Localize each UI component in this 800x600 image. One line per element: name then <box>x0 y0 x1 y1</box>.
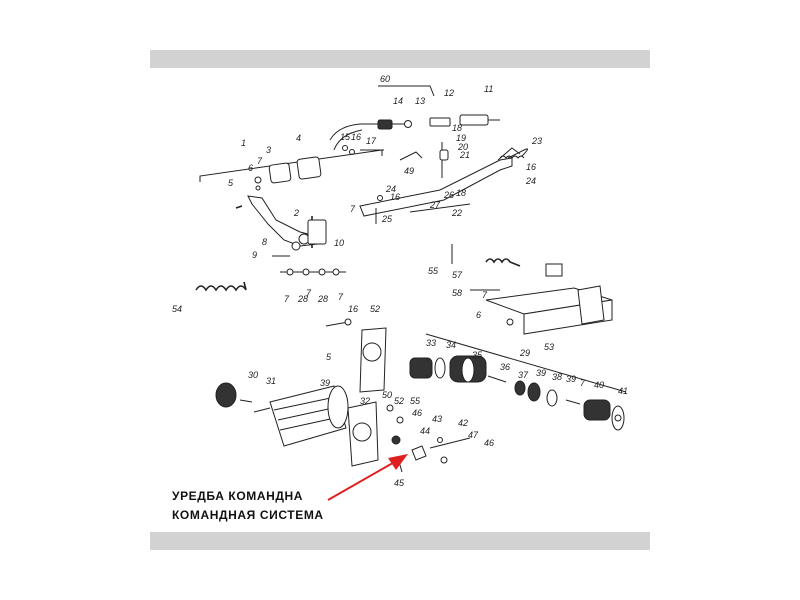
part-number-55: 55 <box>428 266 439 276</box>
part-number-4: 4 <box>296 133 301 143</box>
part-number-16: 16 <box>390 192 400 202</box>
part-number-52: 52 <box>370 304 380 314</box>
part-number-44: 44 <box>420 426 430 436</box>
part-number-45: 45 <box>394 478 405 488</box>
part-number-24: 24 <box>525 176 536 186</box>
part-number-57: 57 <box>452 270 463 280</box>
top-frame-bar <box>150 50 650 68</box>
motor-assembly <box>215 382 471 473</box>
part-number-38: 38 <box>552 372 562 382</box>
part-number-46: 46 <box>484 438 494 448</box>
part-number-7: 7 <box>350 204 356 214</box>
part-number-19: 19 <box>456 133 466 143</box>
part-number-6: 6 <box>476 310 481 320</box>
part-number-41: 41 <box>618 386 628 396</box>
part-number-39: 39 <box>320 378 330 388</box>
part-number-35: 35 <box>472 350 483 360</box>
red-pointer-arrow <box>327 454 408 501</box>
part-number-23: 23 <box>531 136 542 146</box>
part-number-34: 34 <box>446 340 456 350</box>
part-number-39: 39 <box>566 374 576 384</box>
part-number-16: 16 <box>351 132 361 142</box>
part-number-3: 3 <box>266 145 271 155</box>
part-number-1: 1 <box>241 138 246 148</box>
part-number-60: 60 <box>380 74 390 84</box>
part-number-13: 13 <box>415 96 425 106</box>
bottom-frame-bar <box>150 532 650 550</box>
part-number-27: 27 <box>429 200 441 210</box>
part-number-5: 5 <box>228 178 234 188</box>
part-number-25: 25 <box>381 214 393 224</box>
lever-group <box>359 142 528 224</box>
part-number-32: 32 <box>360 396 370 406</box>
part-number-58: 58 <box>452 288 462 298</box>
part-number-12: 12 <box>444 88 454 98</box>
part-number-15: 15 <box>340 132 351 142</box>
part-number-40: 40 <box>594 380 604 390</box>
part-number-46: 46 <box>412 408 422 418</box>
part-number-37: 37 <box>518 370 529 380</box>
pedal-group <box>199 149 383 257</box>
part-number-50: 50 <box>382 390 392 400</box>
part-number-49: 49 <box>404 166 414 176</box>
shaft-assembly <box>359 327 627 431</box>
part-number-54: 54 <box>172 304 182 314</box>
bracket <box>451 244 613 335</box>
part-number-55: 55 <box>410 396 421 406</box>
part-number-18: 18 <box>452 123 462 133</box>
part-number-28: 28 <box>297 294 308 304</box>
springs <box>195 155 525 327</box>
part-number-5: 5 <box>326 352 332 362</box>
part-number-31: 31 <box>266 376 276 386</box>
part-number-36: 36 <box>500 362 510 372</box>
part-number-39: 39 <box>536 368 546 378</box>
part-number-7: 7 <box>306 288 312 298</box>
part-number-47: 47 <box>468 430 479 440</box>
part-number-7: 7 <box>338 292 344 302</box>
part-number-9: 9 <box>252 250 257 260</box>
part-number-22: 22 <box>451 208 462 218</box>
part-number-20: 20 <box>457 142 468 152</box>
part-number-7: 7 <box>257 156 263 166</box>
part-number-14: 14 <box>393 96 403 106</box>
part-number-17: 17 <box>366 136 377 146</box>
part-number-labels: 60 14 13 12 11 1 15 16 17 18 19 20 21 23… <box>172 74 628 488</box>
part-number-29: 29 <box>519 348 530 358</box>
part-number-11: 11 <box>484 84 493 94</box>
part-number-2: 2 <box>293 208 299 218</box>
part-number-7: 7 <box>284 294 290 304</box>
part-number-16: 16 <box>526 162 536 172</box>
part-number-10: 10 <box>334 238 344 248</box>
part-number-33: 33 <box>426 338 436 348</box>
part-number-43: 43 <box>432 414 442 424</box>
cable-assembly <box>329 85 500 161</box>
part-number-7: 7 <box>580 378 586 388</box>
part-number-42: 42 <box>458 418 468 428</box>
part-number-52: 52 <box>394 396 404 406</box>
caption-line-russian: КОМАНДНАЯ СИСТЕМА <box>172 508 324 522</box>
part-number-28: 28 <box>317 294 328 304</box>
part-number-24: 24 <box>385 184 396 194</box>
part-number-7: 7 <box>482 290 488 300</box>
caption-line-serbian: УРЕДБА КОМАНДНА <box>172 489 304 503</box>
part-number-6: 6 <box>248 163 253 173</box>
part-number-16: 16 <box>348 304 358 314</box>
part-number-8: 8 <box>262 237 267 247</box>
part-number-26: 26 <box>443 190 454 200</box>
part-number-30: 30 <box>248 370 258 380</box>
part-number-53: 53 <box>544 342 554 352</box>
part-number-21: 21 <box>459 150 470 160</box>
part-number-18: 18 <box>456 188 466 198</box>
